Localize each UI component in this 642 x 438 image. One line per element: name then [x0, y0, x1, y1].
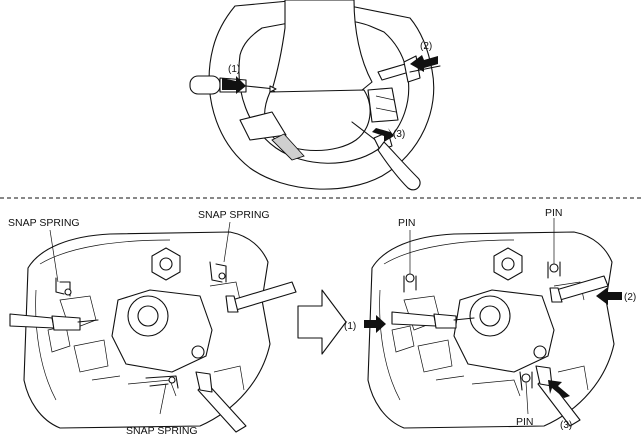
leader-snap-spring-1 [49, 229, 59, 283]
arrow-1-bottom [364, 315, 386, 333]
leader-pin-3 [525, 381, 529, 415]
label-pin-1: PIN [398, 217, 416, 229]
arrow-3-bottom [548, 380, 570, 398]
callout-1-top: (1) [228, 64, 240, 75]
label-snap-spring-2: SNAP SPRING [198, 209, 270, 221]
hub-assembly-right [367, 231, 615, 429]
label-snap-spring-3: SNAP SPRING [126, 425, 198, 437]
callout-2-bottom: (2) [624, 292, 636, 303]
callout-1-bottom: (1) [344, 321, 356, 332]
callout-3-top: (3) [393, 129, 405, 140]
steering-wheel-illustration [189, 0, 441, 191]
label-snap-spring-1: SNAP SPRING [8, 217, 80, 229]
leader-snap-spring-3 [159, 383, 167, 415]
hub-assembly-left [9, 231, 297, 433]
label-pin-2: PIN [545, 207, 563, 219]
next-step-arrow [297, 289, 347, 355]
leader-snap-spring-2 [223, 221, 231, 263]
label-pin-3: PIN [516, 416, 534, 428]
arrow-2-bottom [596, 287, 622, 305]
callout-3-bottom: (3) [560, 420, 572, 431]
callout-2-top: (2) [420, 41, 432, 52]
